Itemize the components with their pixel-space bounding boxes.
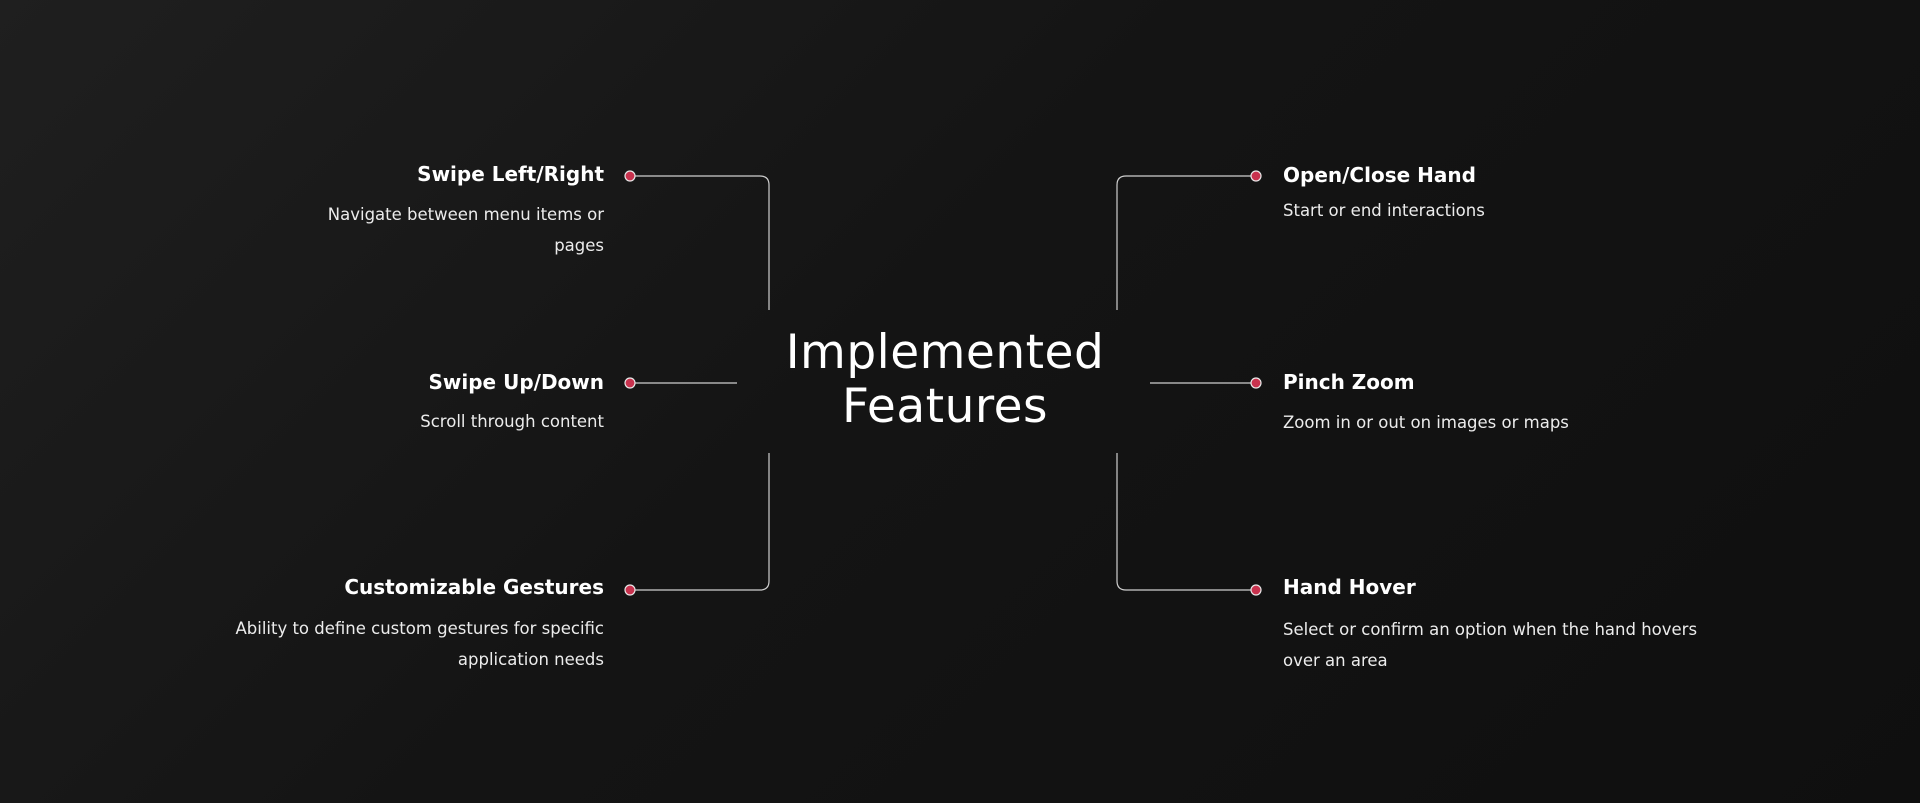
connector-open-close-hand bbox=[1116, 175, 1256, 310]
feature-description: Start or end interactions bbox=[1283, 201, 1485, 220]
dot-swipe-left-right bbox=[624, 170, 636, 182]
feature-swipe-up-down: Swipe Up/Down Scroll through content bbox=[304, 369, 604, 437]
dot-open-close-hand bbox=[1250, 170, 1262, 182]
feature-hand-hover: Hand Hover Select or confirm an option w… bbox=[1283, 574, 1713, 676]
feature-description: Select or confirm an option when the han… bbox=[1283, 620, 1698, 670]
connector-swipe-left-right bbox=[630, 175, 770, 310]
feature-customizable-gestures: Customizable Gestures Ability to define … bbox=[184, 574, 604, 675]
connector-hand-hover bbox=[1116, 453, 1256, 591]
dot-hand-hover bbox=[1250, 584, 1262, 596]
feature-description: Navigate between menu items or pages bbox=[327, 205, 604, 255]
feature-description: Zoom in or out on images or maps bbox=[1283, 413, 1569, 432]
feature-open-close-hand: Open/Close Hand Start or end interaction… bbox=[1283, 162, 1723, 226]
feature-title: Swipe Up/Down bbox=[428, 370, 605, 394]
feature-title: Pinch Zoom bbox=[1283, 370, 1415, 394]
diagram-title-line1: Implemented bbox=[785, 325, 1105, 380]
dot-pinch-zoom bbox=[1250, 377, 1262, 389]
feature-description: Scroll through content bbox=[420, 412, 604, 431]
diagram-title: Implemented Features bbox=[740, 326, 1150, 434]
connector-customizable-gestures bbox=[630, 453, 770, 591]
feature-pinch-zoom: Pinch Zoom Zoom in or out on images or m… bbox=[1283, 369, 1723, 438]
dot-customizable-gestures bbox=[624, 584, 636, 596]
feature-title: Customizable Gestures bbox=[344, 575, 604, 599]
diagram-title-line2: Features bbox=[841, 379, 1049, 434]
feature-title: Swipe Left/Right bbox=[417, 162, 604, 186]
feature-description: Ability to define custom gestures for sp… bbox=[235, 619, 604, 669]
feature-title: Open/Close Hand bbox=[1283, 163, 1476, 187]
feature-swipe-left-right: Swipe Left/Right Navigate between menu i… bbox=[314, 161, 604, 261]
dot-swipe-up-down bbox=[624, 377, 636, 389]
feature-title: Hand Hover bbox=[1283, 575, 1416, 599]
